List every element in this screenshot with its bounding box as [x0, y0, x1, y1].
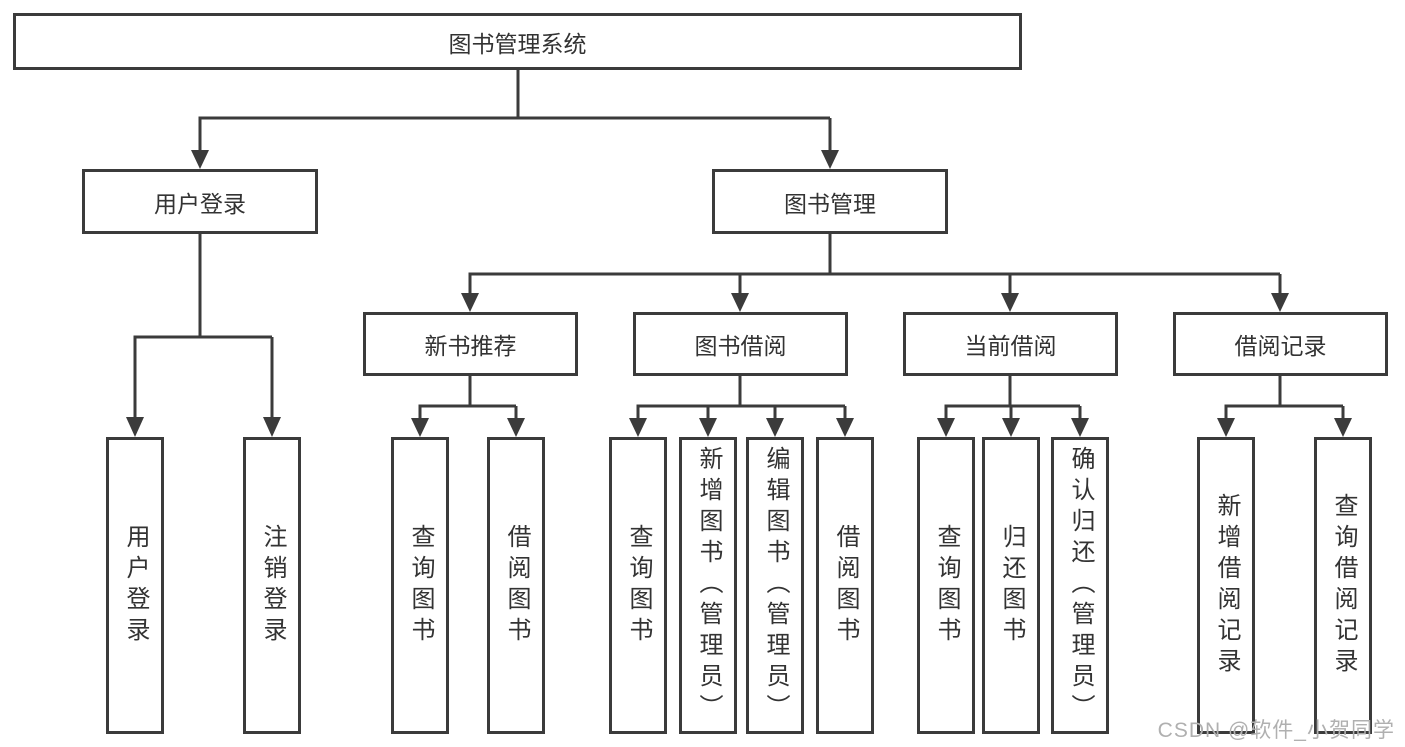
- node-label: 借阅记录: [1234, 333, 1327, 359]
- node-label: 当前借阅: [964, 333, 1057, 359]
- arrowhead: [1001, 293, 1019, 312]
- node-borrowing-records: 借阅记录: [1173, 312, 1388, 376]
- leaf-label: 用户登录: [122, 523, 149, 648]
- arrowhead: [263, 417, 281, 437]
- leaf-user-login: 用户登录: [106, 437, 164, 734]
- arrowhead: [191, 150, 209, 169]
- leaf-label: 查询图书: [625, 523, 652, 648]
- connector-current-to-leaves: [944, 375, 1082, 420]
- connector-borrowing-to-leaves: [636, 375, 847, 420]
- leaf-borrowing-add-books-admin: 新增图书（管理员）: [679, 437, 737, 734]
- arrowhead: [1271, 293, 1289, 312]
- leaf-recommend-borrow-books: 借阅图书: [487, 437, 545, 734]
- node-book-management: 图书管理: [712, 169, 948, 234]
- arrowhead: [507, 418, 525, 437]
- leaf-label: 归还图书: [998, 523, 1025, 648]
- leaf-label: 查询借阅记录: [1330, 492, 1357, 679]
- leaf-label: 查询图书: [407, 523, 434, 648]
- leaf-recommend-query-books: 查询图书: [391, 437, 449, 734]
- leaf-borrowing-borrow-books: 借阅图书: [816, 437, 874, 734]
- node-label: 图书借阅: [694, 333, 787, 359]
- connector-book-mgmt-to-level3: [468, 233, 1282, 295]
- leaf-label: 编辑图书（管理员）: [762, 446, 789, 725]
- csdn-watermark: CSDN @软件_小贺同学: [1157, 719, 1395, 742]
- arrowhead: [126, 417, 144, 437]
- leaf-records-add-borrow-record: 新增借阅记录: [1197, 437, 1255, 734]
- node-label: 图书管理: [784, 190, 876, 217]
- node-user-login: 用户登录: [82, 169, 318, 234]
- leaf-label: 确认归还（管理员）: [1067, 446, 1094, 725]
- arrowhead: [937, 418, 955, 437]
- connector-records-to-leaves: [1224, 375, 1345, 420]
- arrowhead: [731, 293, 749, 312]
- node-book-borrowing: 图书借阅: [633, 312, 848, 376]
- leaf-current-return-books: 归还图书: [982, 437, 1040, 734]
- arrowhead: [821, 150, 839, 169]
- arrowhead: [461, 293, 479, 312]
- arrowhead: [1002, 418, 1020, 437]
- arrowhead: [699, 418, 717, 437]
- leaf-label: 新增图书（管理员）: [695, 446, 722, 725]
- connector-user-login-to-leaves: [133, 233, 274, 420]
- leaf-label: 查询图书: [933, 523, 960, 648]
- node-new-book-recommendation: 新书推荐: [363, 312, 578, 376]
- node-current-borrowing: 当前借阅: [903, 312, 1118, 376]
- arrowhead: [1217, 418, 1235, 437]
- connector-root-to-level2: [198, 69, 832, 152]
- leaf-records-query-borrow-record: 查询借阅记录: [1314, 437, 1372, 734]
- node-label: 用户登录: [154, 190, 246, 217]
- arrowhead: [766, 418, 784, 437]
- node-library-management-system: 图书管理系统: [13, 13, 1022, 70]
- arrowheads: [126, 150, 1352, 437]
- arrowhead: [629, 418, 647, 437]
- connector-recommend-to-leaves: [418, 375, 518, 420]
- arrowhead: [411, 418, 429, 437]
- leaf-label: 注销登录: [259, 523, 286, 648]
- leaf-current-query-books: 查询图书: [917, 437, 975, 734]
- leaf-label: 借阅图书: [832, 523, 859, 648]
- leaf-logout: 注销登录: [243, 437, 301, 734]
- leaf-label: 新增借阅记录: [1213, 492, 1240, 679]
- arrowhead: [1071, 418, 1089, 437]
- arrowhead: [1334, 418, 1352, 437]
- leaf-current-confirm-return-admin: 确认归还（管理员）: [1051, 437, 1109, 734]
- leaf-label: 借阅图书: [503, 523, 530, 648]
- leaf-borrowing-edit-books-admin: 编辑图书（管理员）: [746, 437, 804, 734]
- node-label: 图书管理系统: [448, 30, 587, 57]
- arrowhead: [836, 418, 854, 437]
- leaf-borrowing-query-books: 查询图书: [609, 437, 667, 734]
- node-label: 新书推荐: [424, 333, 517, 359]
